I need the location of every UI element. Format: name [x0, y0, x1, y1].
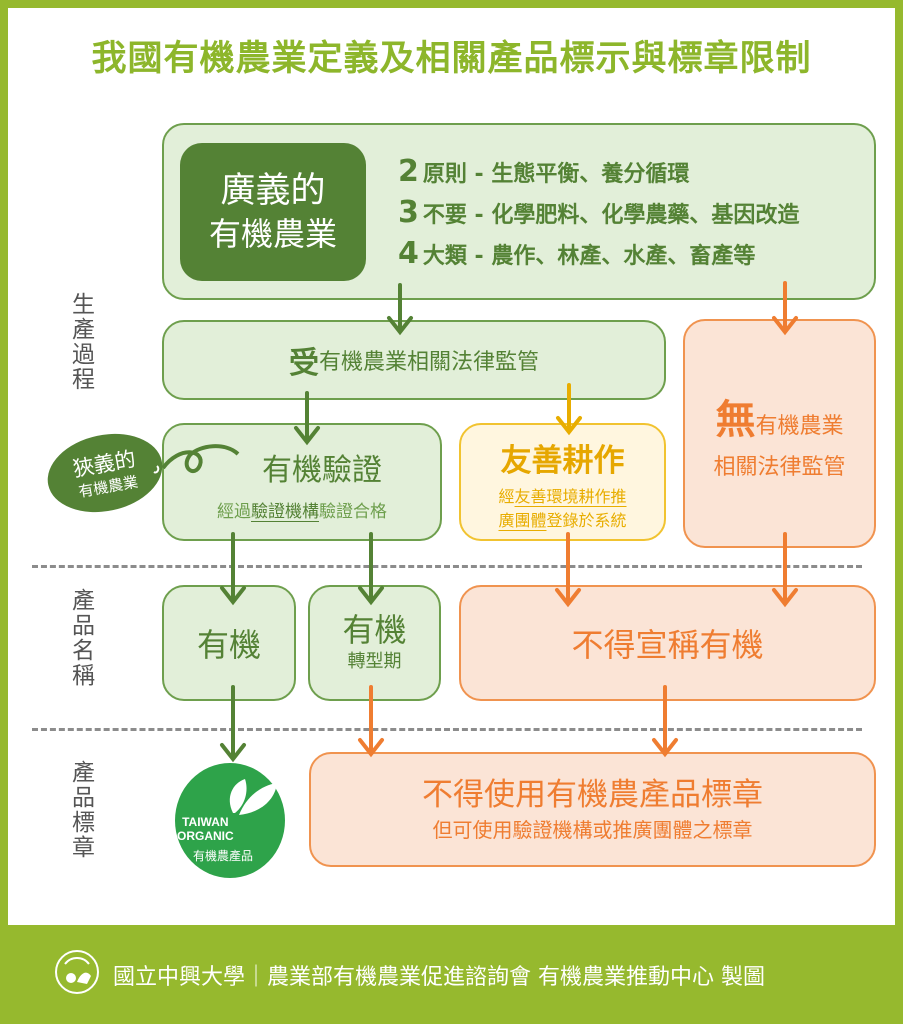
name-transition-title: 有機 [342, 611, 407, 649]
side-label-text: 生產過程 [67, 292, 94, 392]
desc-pre: 經 [498, 487, 515, 506]
logo-en2: ORGANIC [177, 829, 234, 843]
unregulated-text1: 有機農業 [755, 413, 844, 439]
friendly-title: 友善耕作 [500, 443, 625, 479]
certification-desc: 經過驗證機構驗證合格 [164, 497, 440, 522]
unregulated-box: 無有機農業 相關法律監管 [683, 319, 876, 548]
name-organic-text: 有機 [196, 626, 261, 664]
logo-en1: TAIWAN [182, 815, 229, 829]
label-restriction-line1: 不得使用有機農產品標章 [422, 776, 763, 813]
leaf-icon [229, 779, 277, 815]
logo-zh: 有機農產品 [193, 849, 254, 863]
friendly-desc-line1: 經友善環境耕作推 [461, 485, 664, 509]
organic-certification-box: 有機驗證 經過驗證機構驗證合格 [162, 423, 442, 541]
unregulated-line1: 無有機農業 [715, 387, 843, 445]
principle-number: 2 [398, 154, 419, 189]
label-restriction-line2: 但可使用驗證機構或推廣團體之標章 [432, 817, 753, 842]
side-label-product-label: 產品標章 [60, 760, 100, 867]
narrow-tag-vine-icon [47, 433, 240, 513]
desc-underlined: 廣團體 [498, 511, 547, 530]
name-transition-sub: 轉型期 [347, 651, 402, 672]
principle-number: 3 [398, 195, 419, 230]
principle-text: 不要 - 化學肥料、化學農藥、基因改造 [422, 203, 800, 228]
regulated-box: 受 有機農業相關法律監管 [162, 320, 666, 400]
broad-organic-badge: 廣義的 有機農業 [180, 143, 366, 281]
principle-text: 原則 - 生態平衡、養分循環 [422, 162, 690, 187]
desc-post: 登錄於系統 [546, 511, 627, 530]
badge-line2: 有機農業 [208, 215, 337, 253]
footer-credit: 國立中興大學｜農業部有機農業促進諮詢會 有機農業推動中心 製圖 [113, 965, 765, 990]
name-transition-box: 有機 轉型期 [308, 585, 441, 701]
side-label-production: 生產過程 [60, 292, 100, 399]
desc-underlined: 友善環境耕作推 [514, 487, 627, 506]
divider [32, 565, 862, 568]
unregulated-text2: 相關法律監管 [713, 454, 846, 480]
desc-post: 驗證合格 [319, 502, 387, 522]
friendly-desc-line2: 廣團體登錄於系統 [461, 509, 664, 533]
regulated-big-char: 受 [288, 346, 319, 381]
side-label-text: 產品標章 [67, 760, 94, 860]
side-label-text: 產品名稱 [67, 588, 94, 688]
footer: 國立中興大學｜農業部有機農業促進諮詢會 有機農業推動中心 製圖 [0, 925, 903, 1024]
principle-text: 大類 - 農作、林產、水產、畜產等 [422, 244, 756, 269]
cannot-claim-organic-box: 不得宣稱有機 [459, 585, 876, 701]
unregulated-big-char: 無 [715, 396, 756, 443]
emblem-shape [64, 957, 91, 984]
university-emblem-icon [55, 950, 99, 994]
desc-underlined: 驗證機構 [251, 502, 319, 522]
name-organic-box: 有機 [162, 585, 296, 701]
cannot-claim-text: 不得宣稱有機 [571, 626, 764, 664]
certification-title: 有機驗證 [262, 453, 382, 488]
flow-arrows [220, 281, 798, 763]
logo-en-text: TAIWAN ORGANIC [177, 815, 234, 843]
divider [32, 728, 862, 731]
page-title: 我國有機農業定義及相關產品標示與標章限制 [91, 39, 812, 79]
label-restriction-box: 不得使用有機農產品標章 但可使用驗證機構或推廣團體之標章 [309, 752, 876, 867]
side-label-product-name: 產品名稱 [60, 588, 100, 695]
desc-pre: 經過 [217, 502, 251, 522]
principle-number: 4 [398, 236, 419, 271]
regulated-text: 有機農業相關法律監管 [318, 350, 539, 375]
badge-line1: 廣義的 [220, 171, 326, 211]
friendly-desc: 經友善環境耕作推 廣團體登錄於系統 [461, 485, 664, 533]
taiwan-organic-logo: TAIWAN ORGANIC 有機農產品 [175, 763, 285, 878]
